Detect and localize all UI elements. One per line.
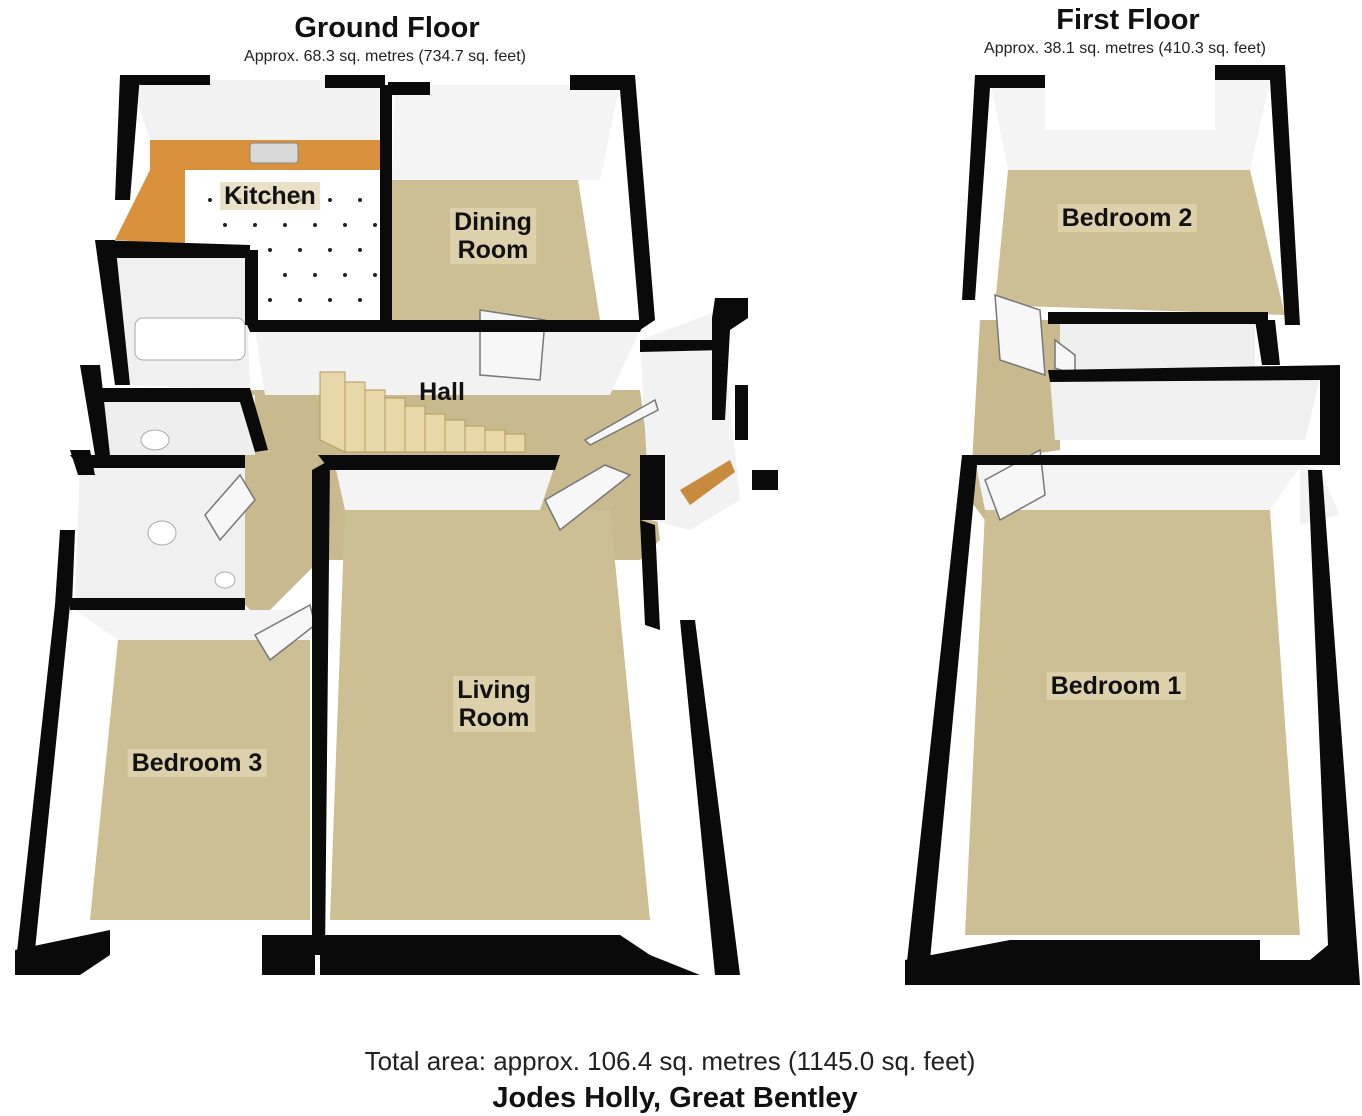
total-area-text: Total area: approx. 106.4 sq. metres (11… xyxy=(364,1046,976,1076)
ground-floor-plan xyxy=(15,75,778,975)
kitchen-back-wall xyxy=(130,80,380,140)
room-label-bedroom-1: Bedroom 1 xyxy=(1046,672,1186,700)
room-label-hall: Hall xyxy=(419,378,465,406)
cupboard-wall xyxy=(1060,322,1255,370)
staircase xyxy=(319,371,526,453)
room-label-bedroom-3: Bedroom 3 xyxy=(127,749,267,777)
ground-floor-title: Ground Floor xyxy=(294,12,480,44)
bedroom-3-floor xyxy=(90,640,310,920)
room-label-bedroom-2: Bedroom 2 xyxy=(1057,204,1197,232)
wc-area xyxy=(95,395,255,455)
wc-toilet xyxy=(140,429,170,451)
room-label-dining-room: Dining Room xyxy=(450,208,536,264)
front-door xyxy=(680,460,735,505)
first-floor-area: Approx. 38.1 sq. metres (410.3 sq. feet) xyxy=(984,40,1266,57)
bathroom-upper-wall xyxy=(1050,378,1320,440)
ground-floor-area: Approx. 68.3 sq. metres (734.7 sq. feet) xyxy=(244,48,526,65)
first-floor-plan xyxy=(905,65,1360,985)
en-suite-toilet xyxy=(147,520,177,546)
bedroom-1-floor xyxy=(965,510,1300,935)
first-floor-title: First Floor xyxy=(1056,4,1200,36)
bedroom3-back-wall xyxy=(75,610,310,640)
basin xyxy=(214,571,236,589)
room-label-kitchen: Kitchen xyxy=(220,182,320,210)
living-back-wall xyxy=(335,465,555,510)
kitchen-sink xyxy=(249,142,299,164)
bedroom2-back-wall xyxy=(990,80,1270,170)
property-address: Jodes Holly, Great Bentley xyxy=(492,1082,858,1114)
room-label-living-room: Living Room xyxy=(453,676,535,732)
bedroom1-back-wall xyxy=(975,460,1305,510)
ground-walls xyxy=(15,75,778,975)
hall-back-wall xyxy=(255,330,640,395)
dining-back-wall xyxy=(392,85,620,180)
bath xyxy=(134,317,246,361)
bedroom-2-floor xyxy=(995,170,1285,315)
kitchen-worktop xyxy=(115,140,382,245)
first-walls xyxy=(905,65,1360,985)
